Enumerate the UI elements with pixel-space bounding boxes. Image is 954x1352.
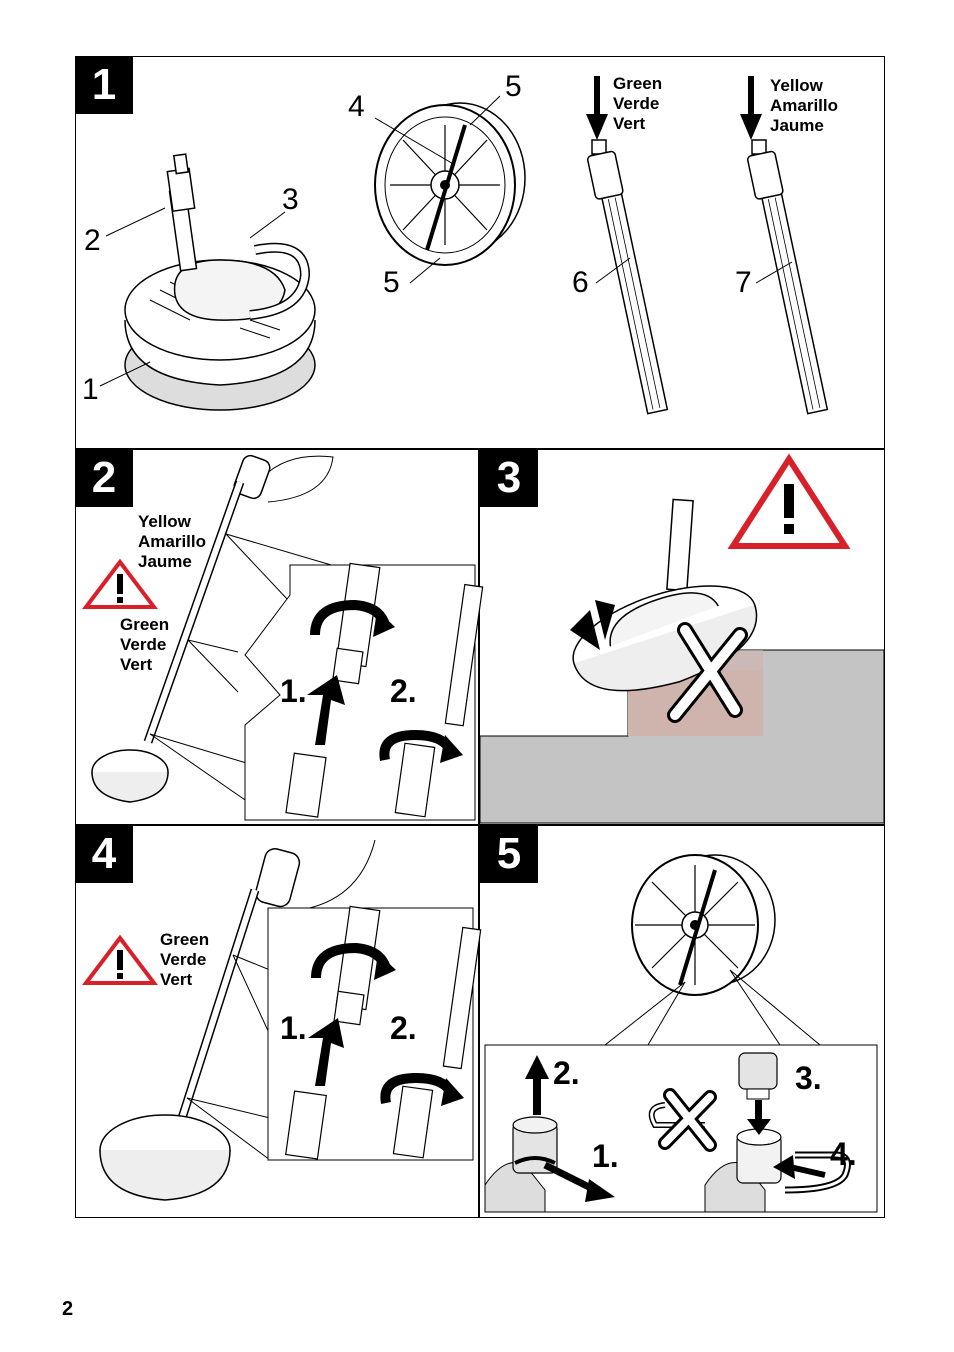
assembled-cleaner-short-illustration xyxy=(99,839,376,1201)
callout-1: 1 xyxy=(82,373,99,406)
step-2-label-panel4: 2. xyxy=(390,1010,417,1046)
step-1-label-panel4: 1. xyxy=(280,1010,307,1046)
divider-row1 xyxy=(75,448,885,450)
callout-5-bottom: 5 xyxy=(383,266,400,299)
callout-5-top: 5 xyxy=(505,70,522,103)
panel-1-badge: 1 xyxy=(75,56,133,114)
step-1-label-panel5: 1. xyxy=(592,1138,619,1174)
callout-leaders xyxy=(99,95,793,387)
tilted-cleaner-illustration xyxy=(570,498,758,723)
arrow-down-icon xyxy=(586,76,608,140)
panel-4-badge: 4 xyxy=(75,825,133,883)
instruction-frame xyxy=(75,56,885,1218)
arrow-down-icon xyxy=(740,76,762,140)
callout-7: 7 xyxy=(735,266,752,299)
callout-2: 2 xyxy=(84,224,101,257)
panel-5-badge: 5 xyxy=(480,825,538,883)
callout-3: 3 xyxy=(282,183,299,216)
panel-2-badge: 2 xyxy=(75,449,133,507)
step-2-label-panel5: 2. xyxy=(553,1055,580,1091)
panel-3-badge: 3 xyxy=(480,449,538,507)
warning-triangle-icon xyxy=(727,453,851,549)
nozzle-replacement-inset xyxy=(484,1044,878,1213)
page-number: 2 xyxy=(62,1298,74,1320)
connection-inset-panel4 xyxy=(267,905,482,1161)
warning-triangle-icon xyxy=(81,934,159,985)
cleaner-underside-illustration xyxy=(374,102,526,266)
surface-cleaner-illustration xyxy=(124,153,316,411)
callout-6: 6 xyxy=(572,266,589,299)
step-4-label-panel5: 4. xyxy=(830,1136,857,1172)
extension-tube-green xyxy=(587,139,669,415)
extension-tube-yellow xyxy=(747,139,829,415)
nozzle-inset-leaders xyxy=(604,969,821,1046)
assembled-cleaner-illustration xyxy=(91,454,339,803)
warning-triangle-icon xyxy=(81,558,159,609)
cleaner-underside-nozzle-illustration xyxy=(631,854,776,996)
step-3-label-panel5: 3. xyxy=(795,1060,822,1096)
step-2-label-panel2: 2. xyxy=(390,673,417,709)
connection-inset-panel2 xyxy=(244,562,484,821)
callout-4: 4 xyxy=(348,90,365,123)
divider-column xyxy=(478,448,480,1218)
divider-row2 xyxy=(75,824,885,826)
step-1-label-panel2: 1. xyxy=(280,673,307,709)
